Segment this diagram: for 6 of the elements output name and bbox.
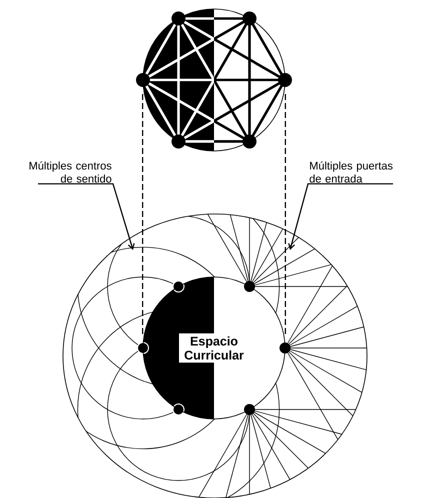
dashed-line xyxy=(284,94,286,337)
dashed-line xyxy=(142,94,144,337)
callout-text: Múltiples centros de sentido xyxy=(30,161,112,183)
callout-text: Múltiples puertas de entrada xyxy=(310,161,393,183)
leader-arrow xyxy=(288,183,393,250)
leader-arrow xyxy=(38,183,135,250)
